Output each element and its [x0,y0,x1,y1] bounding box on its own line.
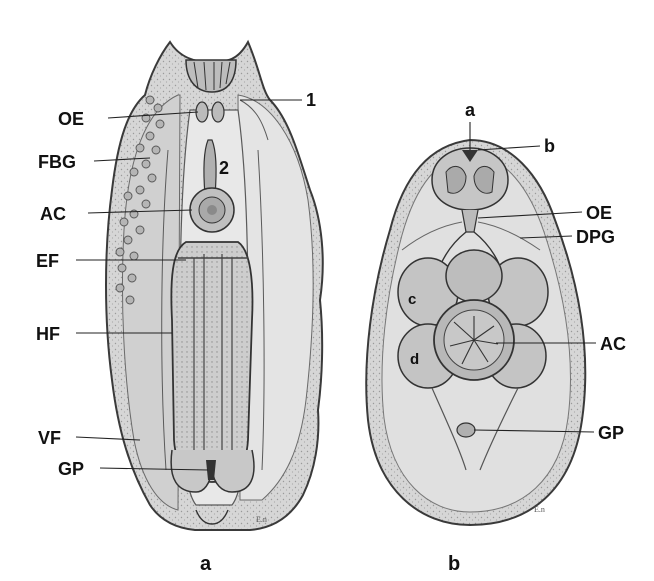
label-a-ac: AC [40,204,66,224]
caption-b: b [448,553,460,575]
label-b-a: a [465,100,476,120]
label-a-vf: VF [38,428,61,448]
label-b-dpg: DPG [576,227,615,247]
label-a-2: 2 [219,158,229,178]
label-b-b: b [544,136,555,156]
specimen-b [366,140,585,525]
label-b-c: c [408,291,416,308]
label-b-ac: AC [600,334,626,354]
label-a-gp: GP [58,459,84,479]
label-a-fbg: FBG [38,152,76,172]
label-b-gp: GP [598,423,624,443]
label-a-1: 1 [306,90,316,110]
label-a-oe: OE [58,109,84,129]
specimen-a-fold [171,242,252,482]
label-a-hf: HF [36,324,60,344]
specimen-b-sac-top-center [446,250,502,302]
specimen-a [106,42,323,530]
caption-a: a [200,553,212,575]
specimen-a-oesophagus-right [212,102,224,122]
specimen-b-genital-pore [457,423,475,437]
label-b-oe: OE [586,203,612,223]
label-b-d: d [410,351,419,368]
signature-b: E.n [534,505,545,514]
label-a-ef: EF [36,251,59,271]
signature-a: E.n [256,515,267,524]
specimen-a-structure-2 [204,140,216,195]
